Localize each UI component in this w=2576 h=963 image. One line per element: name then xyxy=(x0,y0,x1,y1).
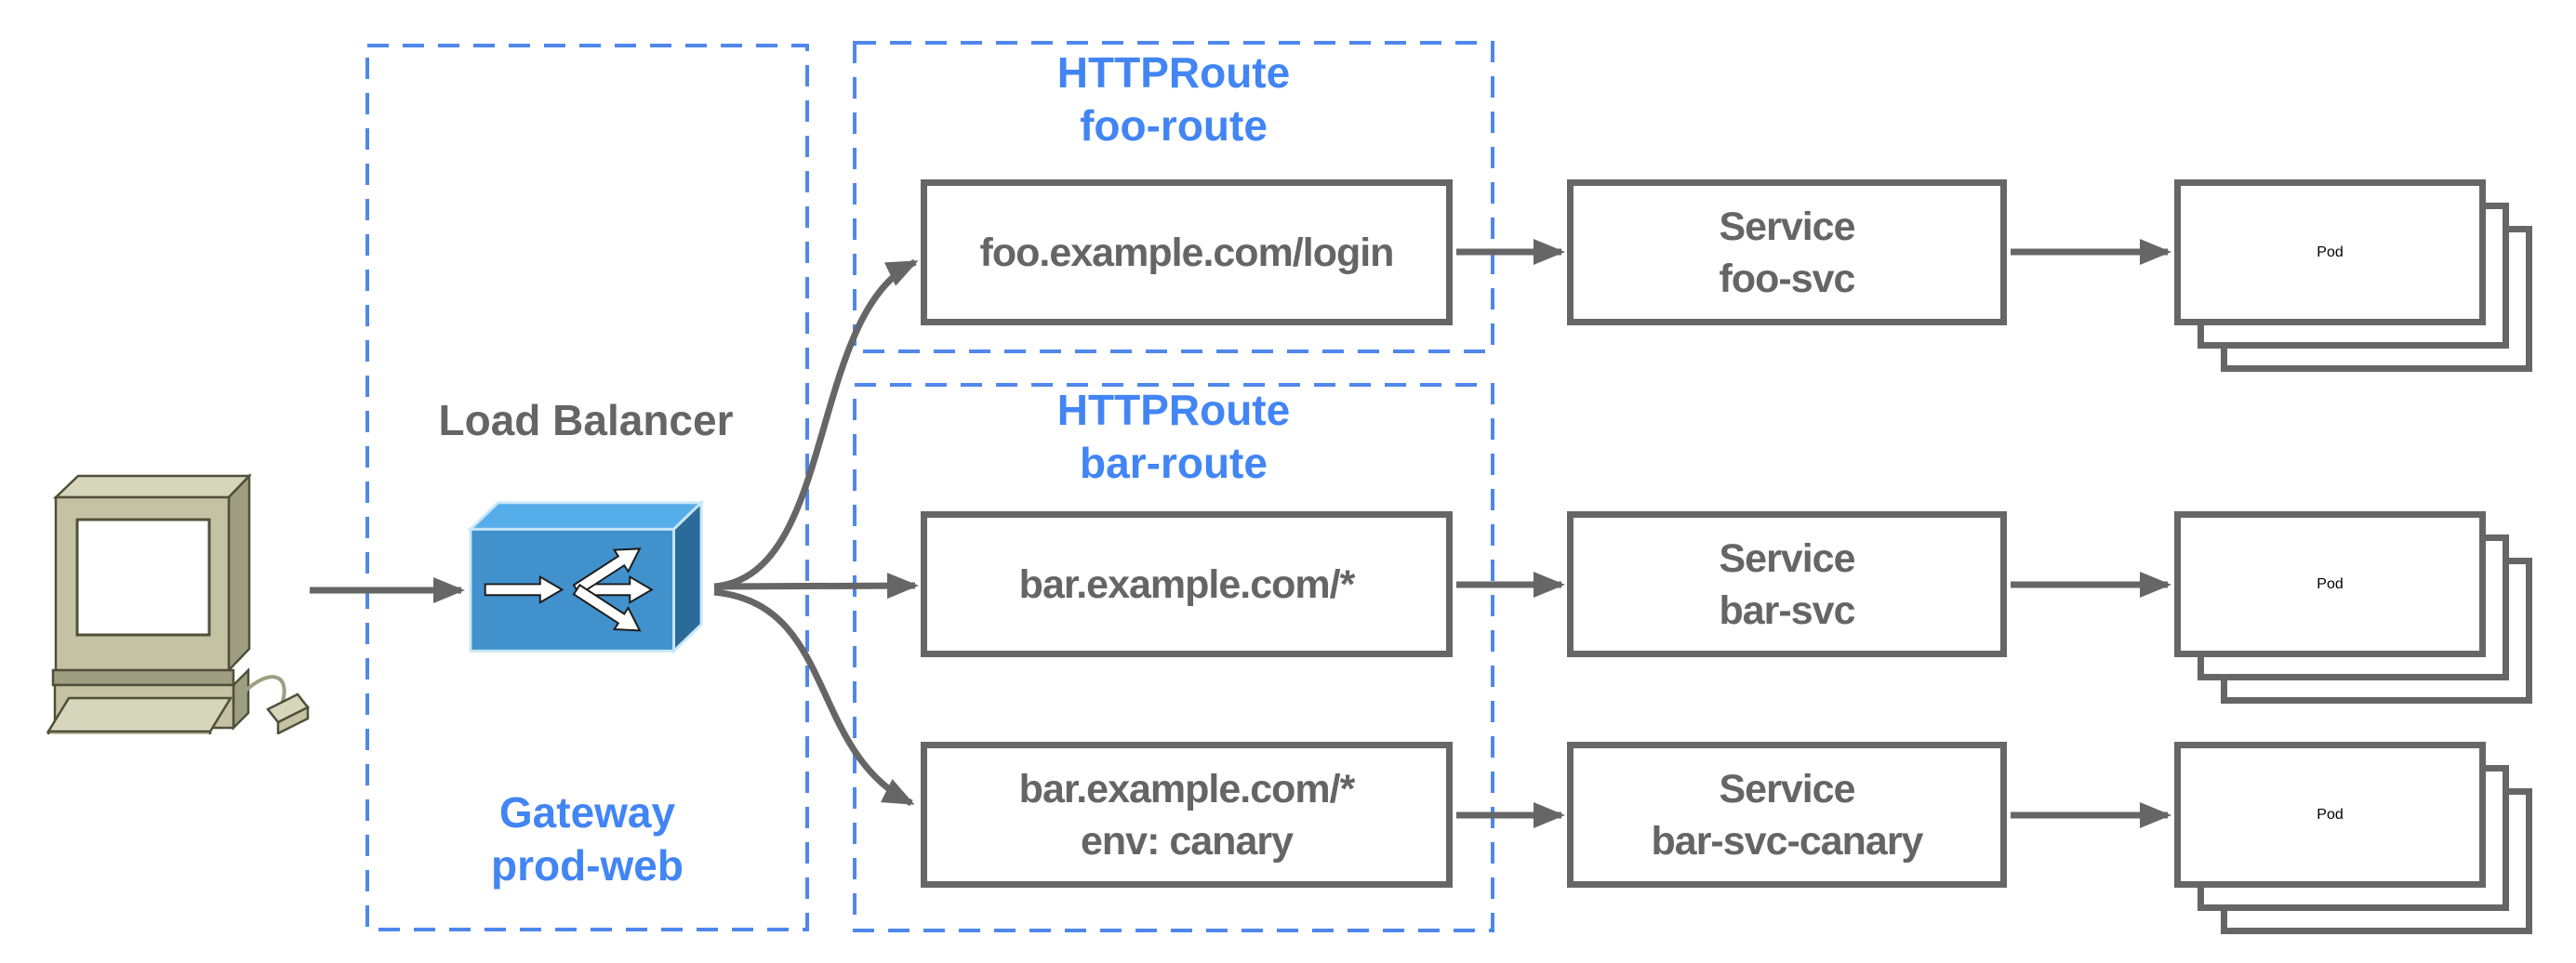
load-balancer-label: Load Balancer xyxy=(438,396,734,444)
gateway-name-text: prod-web xyxy=(491,841,684,890)
pod-label-text: Pod xyxy=(2317,575,2344,592)
service-foo-name-text: foo-svc xyxy=(1719,256,1856,301)
pod-stack-canary: Pod xyxy=(2174,742,2537,939)
httproute-foo-name-text: foo-route xyxy=(1080,101,1268,150)
httproute-bar-kind-text: HTTPRoute xyxy=(1056,386,1291,434)
route-rule-bar-box: bar.example.com/* xyxy=(921,511,1453,657)
httproute-foo-boundary-box xyxy=(853,41,1494,353)
pod-stack-foo: Pod xyxy=(2174,179,2537,376)
httproute-bar-boundary-box xyxy=(853,383,1494,932)
httproute-bar-name-text: bar-route xyxy=(1080,439,1268,487)
pod-label-text: Pod xyxy=(2317,244,2344,260)
arrow-gateway-to-bar-route xyxy=(713,573,919,600)
service-foo-kind-text: Service xyxy=(1719,204,1855,249)
service-canary-kind-text: Service xyxy=(1719,766,1855,811)
route-rule-canary-box: bar.example.com/* env: canary xyxy=(921,742,1453,888)
arrow-gateway-to-canary-route xyxy=(713,588,915,807)
service-bar-box: Service bar-svc xyxy=(1567,511,2007,657)
route-rule-canary-match-text: bar.example.com/* xyxy=(1018,766,1356,811)
service-foo-box: Service foo-svc xyxy=(1567,179,2007,325)
pod-front-box: Pod xyxy=(2174,179,2486,325)
pod-stack-bar: Pod xyxy=(2174,511,2537,708)
arrow-gateway-to-foo-route xyxy=(713,258,919,590)
httproute-bar-label: HTTPRoute bar-route xyxy=(855,384,1493,490)
pod-front-box: Pod xyxy=(2174,742,2486,888)
gateway-boundary-box xyxy=(365,44,809,931)
route-rule-foo-box: foo.example.com/login xyxy=(921,179,1453,325)
service-bar-name-text: bar-svc xyxy=(1719,587,1856,633)
httproute-foo-kind-text: HTTPRoute xyxy=(1056,48,1291,97)
service-bar-kind-text: Service xyxy=(1719,535,1855,581)
fanout-arrows-glyph xyxy=(484,547,654,632)
httproute-foo-label: HTTPRoute foo-route xyxy=(855,46,1493,152)
gateway-label: Gateway prod-web xyxy=(365,786,809,892)
service-canary-box: Service bar-svc-canary xyxy=(1567,742,2007,888)
route-rule-foo-match-text: foo.example.com/login xyxy=(979,230,1395,275)
gateway-kind-text: Gateway xyxy=(498,788,676,837)
load-balancer-icon xyxy=(467,499,705,654)
pod-label-text: Pod xyxy=(2317,806,2344,823)
client-computer-icon xyxy=(46,472,310,734)
route-rule-bar-match-text: bar.example.com/* xyxy=(1018,561,1356,607)
route-rule-canary-meta-text: env: canary xyxy=(1080,818,1294,864)
pod-front-box: Pod xyxy=(2174,511,2486,657)
service-canary-name-text: bar-svc-canary xyxy=(1651,818,1924,864)
